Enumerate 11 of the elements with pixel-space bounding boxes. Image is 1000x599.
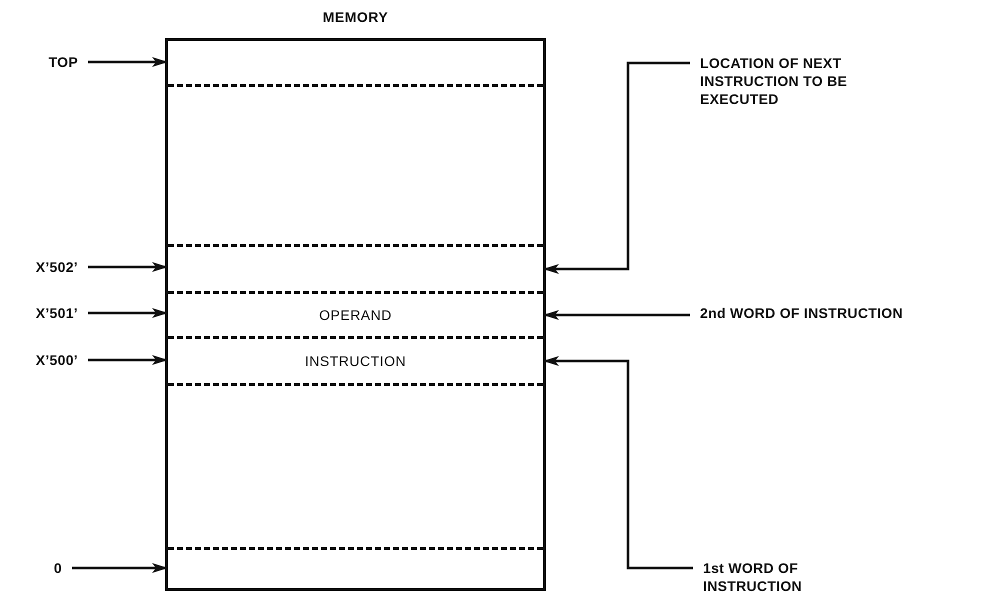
location-content: INSTRUCTION bbox=[304, 353, 406, 369]
memory-heading: MEMORY bbox=[322, 9, 390, 25]
address-label: X’500’ bbox=[34, 351, 78, 369]
annotation-text: 2nd WORD OF INSTRUCTION bbox=[700, 304, 904, 322]
address-label: 0 bbox=[52, 559, 62, 577]
annotation-text: 1st WORD OF INSTRUCTION bbox=[703, 559, 803, 595]
location-content: OPERAND bbox=[319, 307, 392, 323]
annotation-text: LOCATION OF NEXT INSTRUCTION TO BE EXECUTED bbox=[700, 54, 848, 108]
address-label: TOP bbox=[48, 53, 78, 71]
address-label: X’502’ bbox=[34, 258, 78, 276]
address-label: X’501’ bbox=[34, 304, 78, 322]
